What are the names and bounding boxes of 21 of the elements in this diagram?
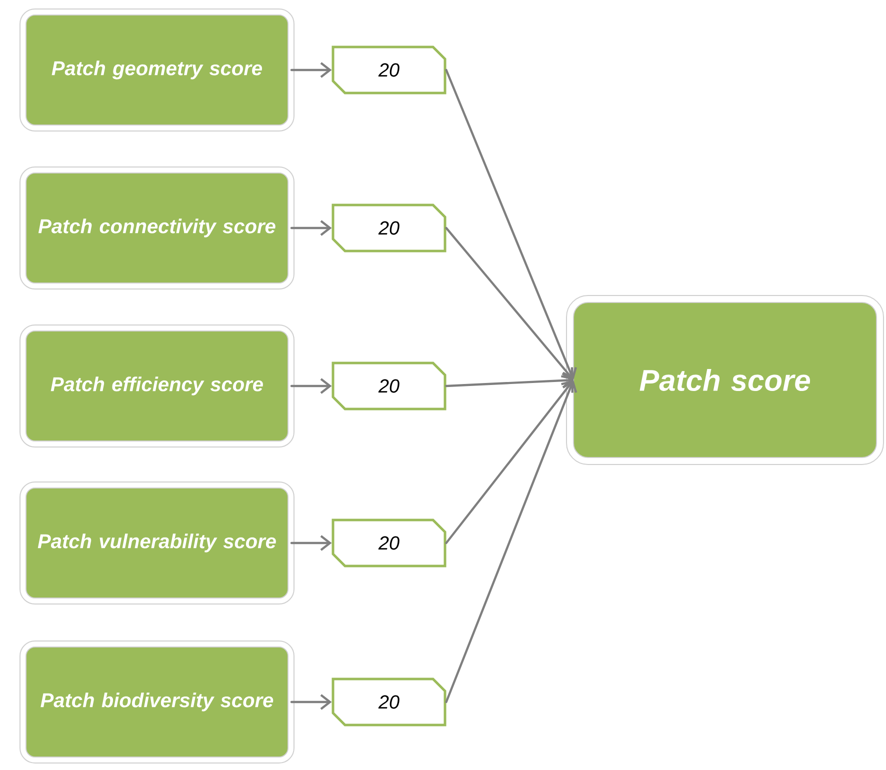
arrow bbox=[290, 694, 332, 710]
arrow bbox=[445, 68, 577, 380]
value-box: 20 bbox=[332, 204, 446, 252]
arrow bbox=[290, 378, 332, 394]
arrow bbox=[445, 380, 574, 544]
value-box: 20 bbox=[332, 678, 446, 726]
score-box: Patch connectivity score bbox=[20, 166, 294, 290]
total-score-box: Patch score bbox=[566, 295, 884, 465]
value-box: 20 bbox=[332, 362, 446, 410]
score-box: Patch biodiversity score bbox=[20, 640, 294, 764]
arrow bbox=[445, 372, 574, 388]
arrow bbox=[445, 380, 578, 704]
score-box: Patch geometry score bbox=[20, 8, 294, 132]
arrow bbox=[290, 62, 332, 78]
value-box: 20 bbox=[332, 518, 446, 568]
arrow bbox=[290, 220, 332, 236]
score-box: Patch efficiency score bbox=[20, 324, 294, 448]
value-box: 20 bbox=[332, 46, 446, 94]
score-box: Patch vulnerability score bbox=[20, 482, 294, 604]
arrow bbox=[290, 535, 332, 551]
arrow bbox=[445, 226, 574, 380]
